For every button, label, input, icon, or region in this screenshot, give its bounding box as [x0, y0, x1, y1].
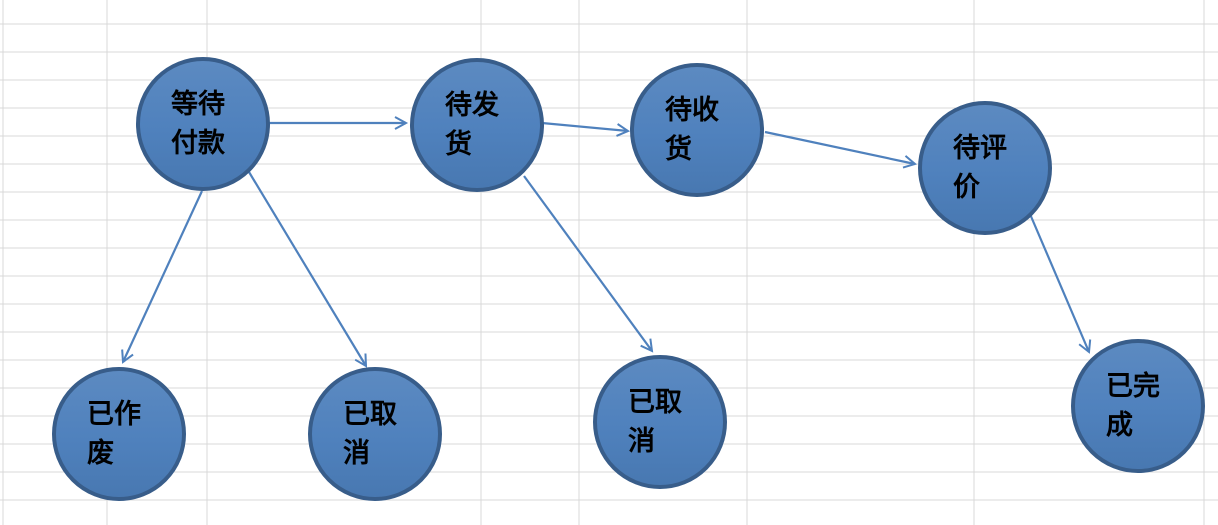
- edge-to-ship-to-receive[interactable]: [541, 121, 631, 137]
- node-to-ship-label: 待发 货: [445, 90, 499, 160]
- node-cancelled-1[interactable]: 已取 消: [308, 367, 442, 501]
- node-completed[interactable]: 已完 成: [1071, 339, 1205, 473]
- node-to-review-label: 待评 价: [953, 133, 1007, 203]
- edge-to-review-completed[interactable]: [1028, 213, 1092, 354]
- node-to-receive[interactable]: 待收 货: [630, 63, 764, 197]
- node-completed-label: 已完 成: [1106, 371, 1160, 441]
- edge-waiting-payment-cancelled[interactable]: [248, 171, 368, 368]
- node-voided[interactable]: 已作 废: [52, 367, 186, 501]
- edge-to-receive-to-review[interactable]: [764, 130, 918, 169]
- node-waiting-payment-label: 等待 付款: [171, 89, 225, 159]
- node-to-review[interactable]: 待评 价: [918, 101, 1052, 235]
- edge-to-ship-cancelled[interactable]: [523, 175, 654, 353]
- node-to-ship[interactable]: 待发 货: [410, 58, 544, 192]
- node-voided-label: 已作 废: [87, 399, 141, 469]
- node-to-receive-label: 待收 货: [665, 95, 719, 165]
- node-waiting-payment[interactable]: 等待 付款: [136, 57, 270, 191]
- node-cancelled-2-label: 已取 消: [628, 387, 682, 457]
- node-cancelled-1-label: 已取 消: [343, 399, 397, 469]
- node-cancelled-2[interactable]: 已取 消: [593, 355, 727, 489]
- edge-waiting-payment-voided[interactable]: [121, 190, 203, 364]
